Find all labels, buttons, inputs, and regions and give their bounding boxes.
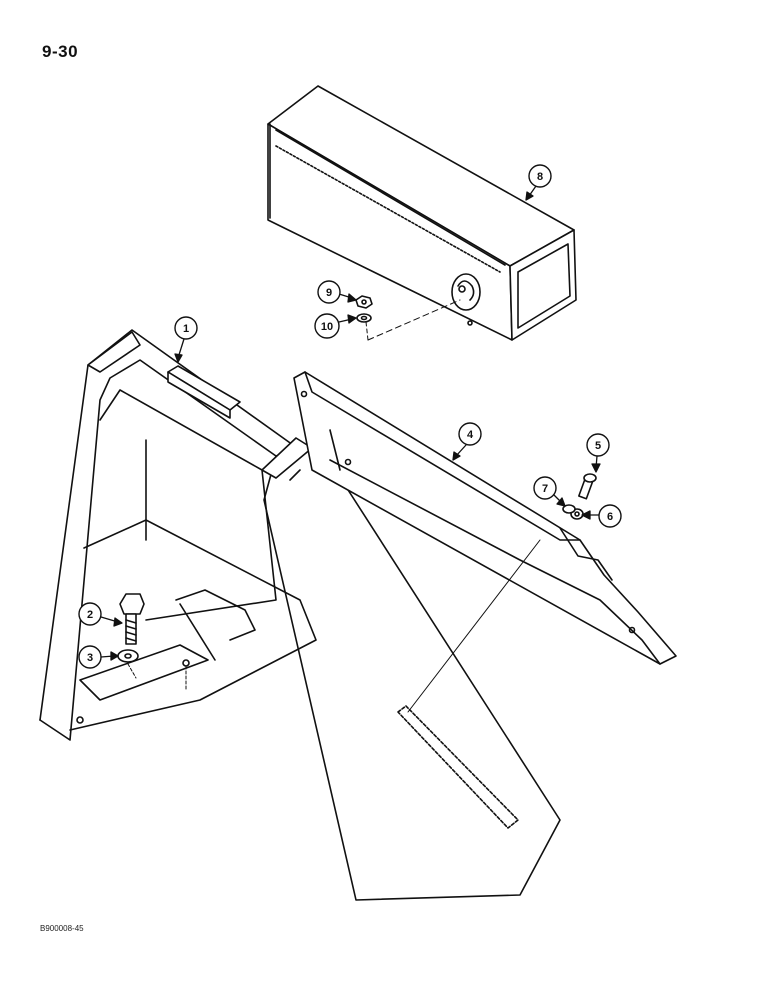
callout-leaders [100,185,601,661]
bolt-2 [119,593,145,645]
callout-7: 7 [542,483,548,495]
callout-2: 2 [87,609,93,621]
callout-9: 9 [326,287,332,299]
nut-9 [355,295,373,309]
rail [293,371,677,665]
washer-10 [356,313,372,323]
callout-1-circle [174,316,198,340]
leader-lines [127,299,541,713]
callout-3: 3 [87,652,93,664]
callout-6-circle [598,504,622,528]
callout-10-circle [314,313,340,339]
callout-2-circle [78,602,102,626]
callout-7-circle [533,476,557,500]
callout-5: 5 [595,440,601,452]
bolt-5 [578,473,597,500]
callout-1: 1 [183,323,189,335]
callout-4: 4 [467,429,474,441]
callout-3-circle [78,645,102,669]
callout-8: 8 [537,171,543,183]
callout-8-circle [528,164,552,188]
support-frame [39,329,561,901]
washer-3 [117,649,139,663]
washer-7 [562,504,576,514]
page-number: 9-30 [42,42,79,61]
callout-5-circle [586,433,610,457]
figure-code: B900008-45 [40,924,84,933]
callout-10: 10 [321,321,333,333]
tool-box [267,85,577,341]
callout-6: 6 [607,511,613,523]
callout-4-circle [458,422,482,446]
callout-9-circle [317,280,341,304]
